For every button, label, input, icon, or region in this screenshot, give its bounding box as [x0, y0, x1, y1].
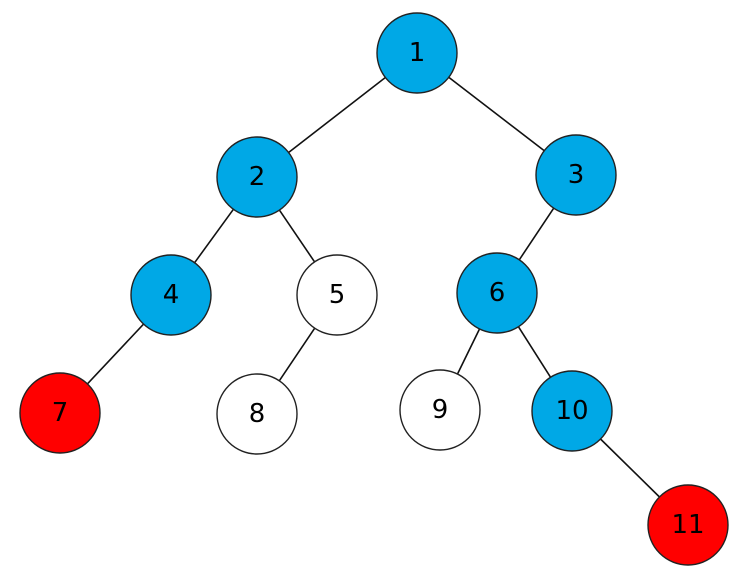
- node-label-5: 5: [329, 280, 346, 310]
- node-label-8: 8: [249, 399, 266, 429]
- tree-node-8: 8: [216, 373, 298, 455]
- edge-5-8: [278, 327, 316, 382]
- edge-6-9: [456, 328, 481, 375]
- edge-3-6: [518, 207, 555, 261]
- edge-1-2: [288, 76, 386, 154]
- node-circle-4: [130, 254, 212, 336]
- node-label-9: 9: [432, 395, 449, 425]
- edge-2-5: [278, 209, 316, 263]
- node-label-11: 11: [671, 510, 704, 540]
- tree-node-2: 2: [216, 136, 298, 218]
- edge-4-7: [86, 323, 145, 385]
- node-label-7: 7: [52, 398, 69, 428]
- node-circle-1: [376, 12, 458, 94]
- node-label-3: 3: [568, 160, 585, 190]
- node-circle-8: [216, 373, 298, 455]
- node-label-4: 4: [163, 280, 180, 310]
- tree-nodes: 1 2 3 4 5 6 7 8 9 10 11: [19, 12, 729, 566]
- node-label-1: 1: [409, 38, 426, 68]
- node-label-10: 10: [555, 396, 588, 426]
- tree-node-5: 5: [296, 254, 378, 336]
- edge-2-4: [193, 208, 235, 264]
- node-label-6: 6: [489, 278, 506, 308]
- tree-node-9: 9: [399, 369, 481, 451]
- tree-node-3: 3: [535, 134, 617, 216]
- edge-10-11: [599, 438, 661, 498]
- tree-node-4: 4: [130, 254, 212, 336]
- edge-6-10: [517, 326, 552, 378]
- node-circle-5: [296, 254, 378, 336]
- node-circle-11: [647, 484, 729, 566]
- node-circle-7: [19, 372, 101, 454]
- node-circle-10: [531, 370, 613, 452]
- node-circle-6: [456, 252, 538, 334]
- tree-edges: [86, 76, 661, 498]
- node-circle-9: [399, 369, 481, 451]
- tree-node-1: 1: [376, 12, 458, 94]
- node-circle-2: [216, 136, 298, 218]
- tree-node-11: 11: [647, 484, 729, 566]
- node-circle-3: [535, 134, 617, 216]
- tree-node-10: 10: [531, 370, 613, 452]
- tree-node-6: 6: [456, 252, 538, 334]
- tree-node-7: 7: [19, 372, 101, 454]
- node-label-2: 2: [249, 162, 266, 192]
- edge-1-3: [448, 76, 545, 152]
